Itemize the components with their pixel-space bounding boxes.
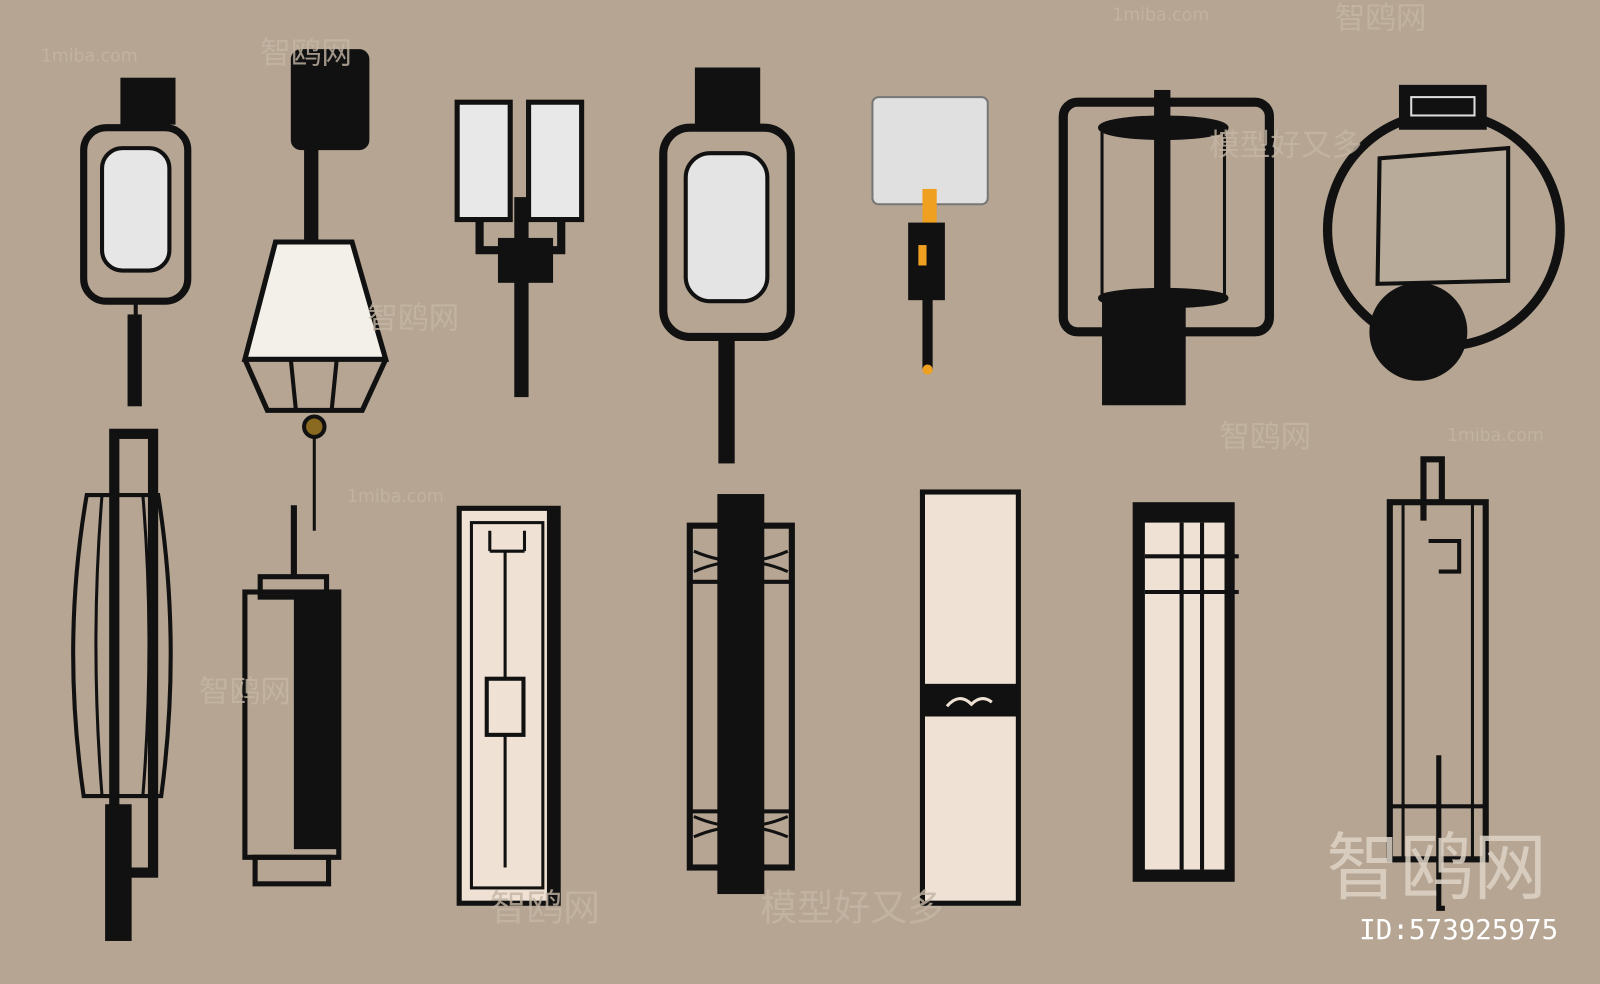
watermark-brand: 智鸥网 <box>1335 2 1427 37</box>
lamp-double-box-sconce <box>454 99 585 398</box>
watermark-id: ID:573925975 <box>1359 914 1558 946</box>
watermark-brand: 智鸥网 <box>1219 420 1311 455</box>
lamp-fretwork-panel-sconce <box>456 505 561 906</box>
watermark-site: 1miba.com <box>1112 6 1209 26</box>
lamp-barrel-lantern-sconce <box>71 428 173 941</box>
lamp-lantern-sconce-large <box>659 67 795 464</box>
lamp-meander-frame-sconce <box>1386 456 1489 911</box>
watermark-brand: 智鸥网 <box>260 36 352 71</box>
lamp-lantern-sconce-cylinder <box>80 77 192 407</box>
lamp-ring-sconce <box>1322 84 1565 381</box>
lamp-square-frame-sconce <box>1058 89 1274 406</box>
watermarks: 1miba.com 智鸥网 1miba.com 智鸥网 1miba.com 1m… <box>41 2 1558 946</box>
lamp-box-column-sconce <box>242 505 342 887</box>
watermark-site: 1miba.com <box>41 46 138 66</box>
watermark-brand: 智鸥网 <box>490 887 600 930</box>
lamp-grid-panel-sconce <box>1132 502 1239 882</box>
watermark-brand: 智鸥网 <box>367 302 459 337</box>
watermark-slogan: 模型好又多 <box>760 887 944 930</box>
watermark-brand: 智鸥网 <box>199 675 291 710</box>
watermark-slogan: 模型好又多 <box>1209 128 1362 163</box>
lamp-drum-shade-sconce <box>871 96 989 375</box>
lamp-pendant-lantern-sconce <box>241 49 390 531</box>
lamp-lattice-column-sconce <box>686 494 795 895</box>
lamp-crane-band-panel-sconce <box>919 489 1021 906</box>
watermark-brand-large: 智鸥网 <box>1327 826 1547 911</box>
watermark-site: 1miba.com <box>347 487 444 507</box>
watermark-site: 1miba.com <box>1447 426 1544 446</box>
